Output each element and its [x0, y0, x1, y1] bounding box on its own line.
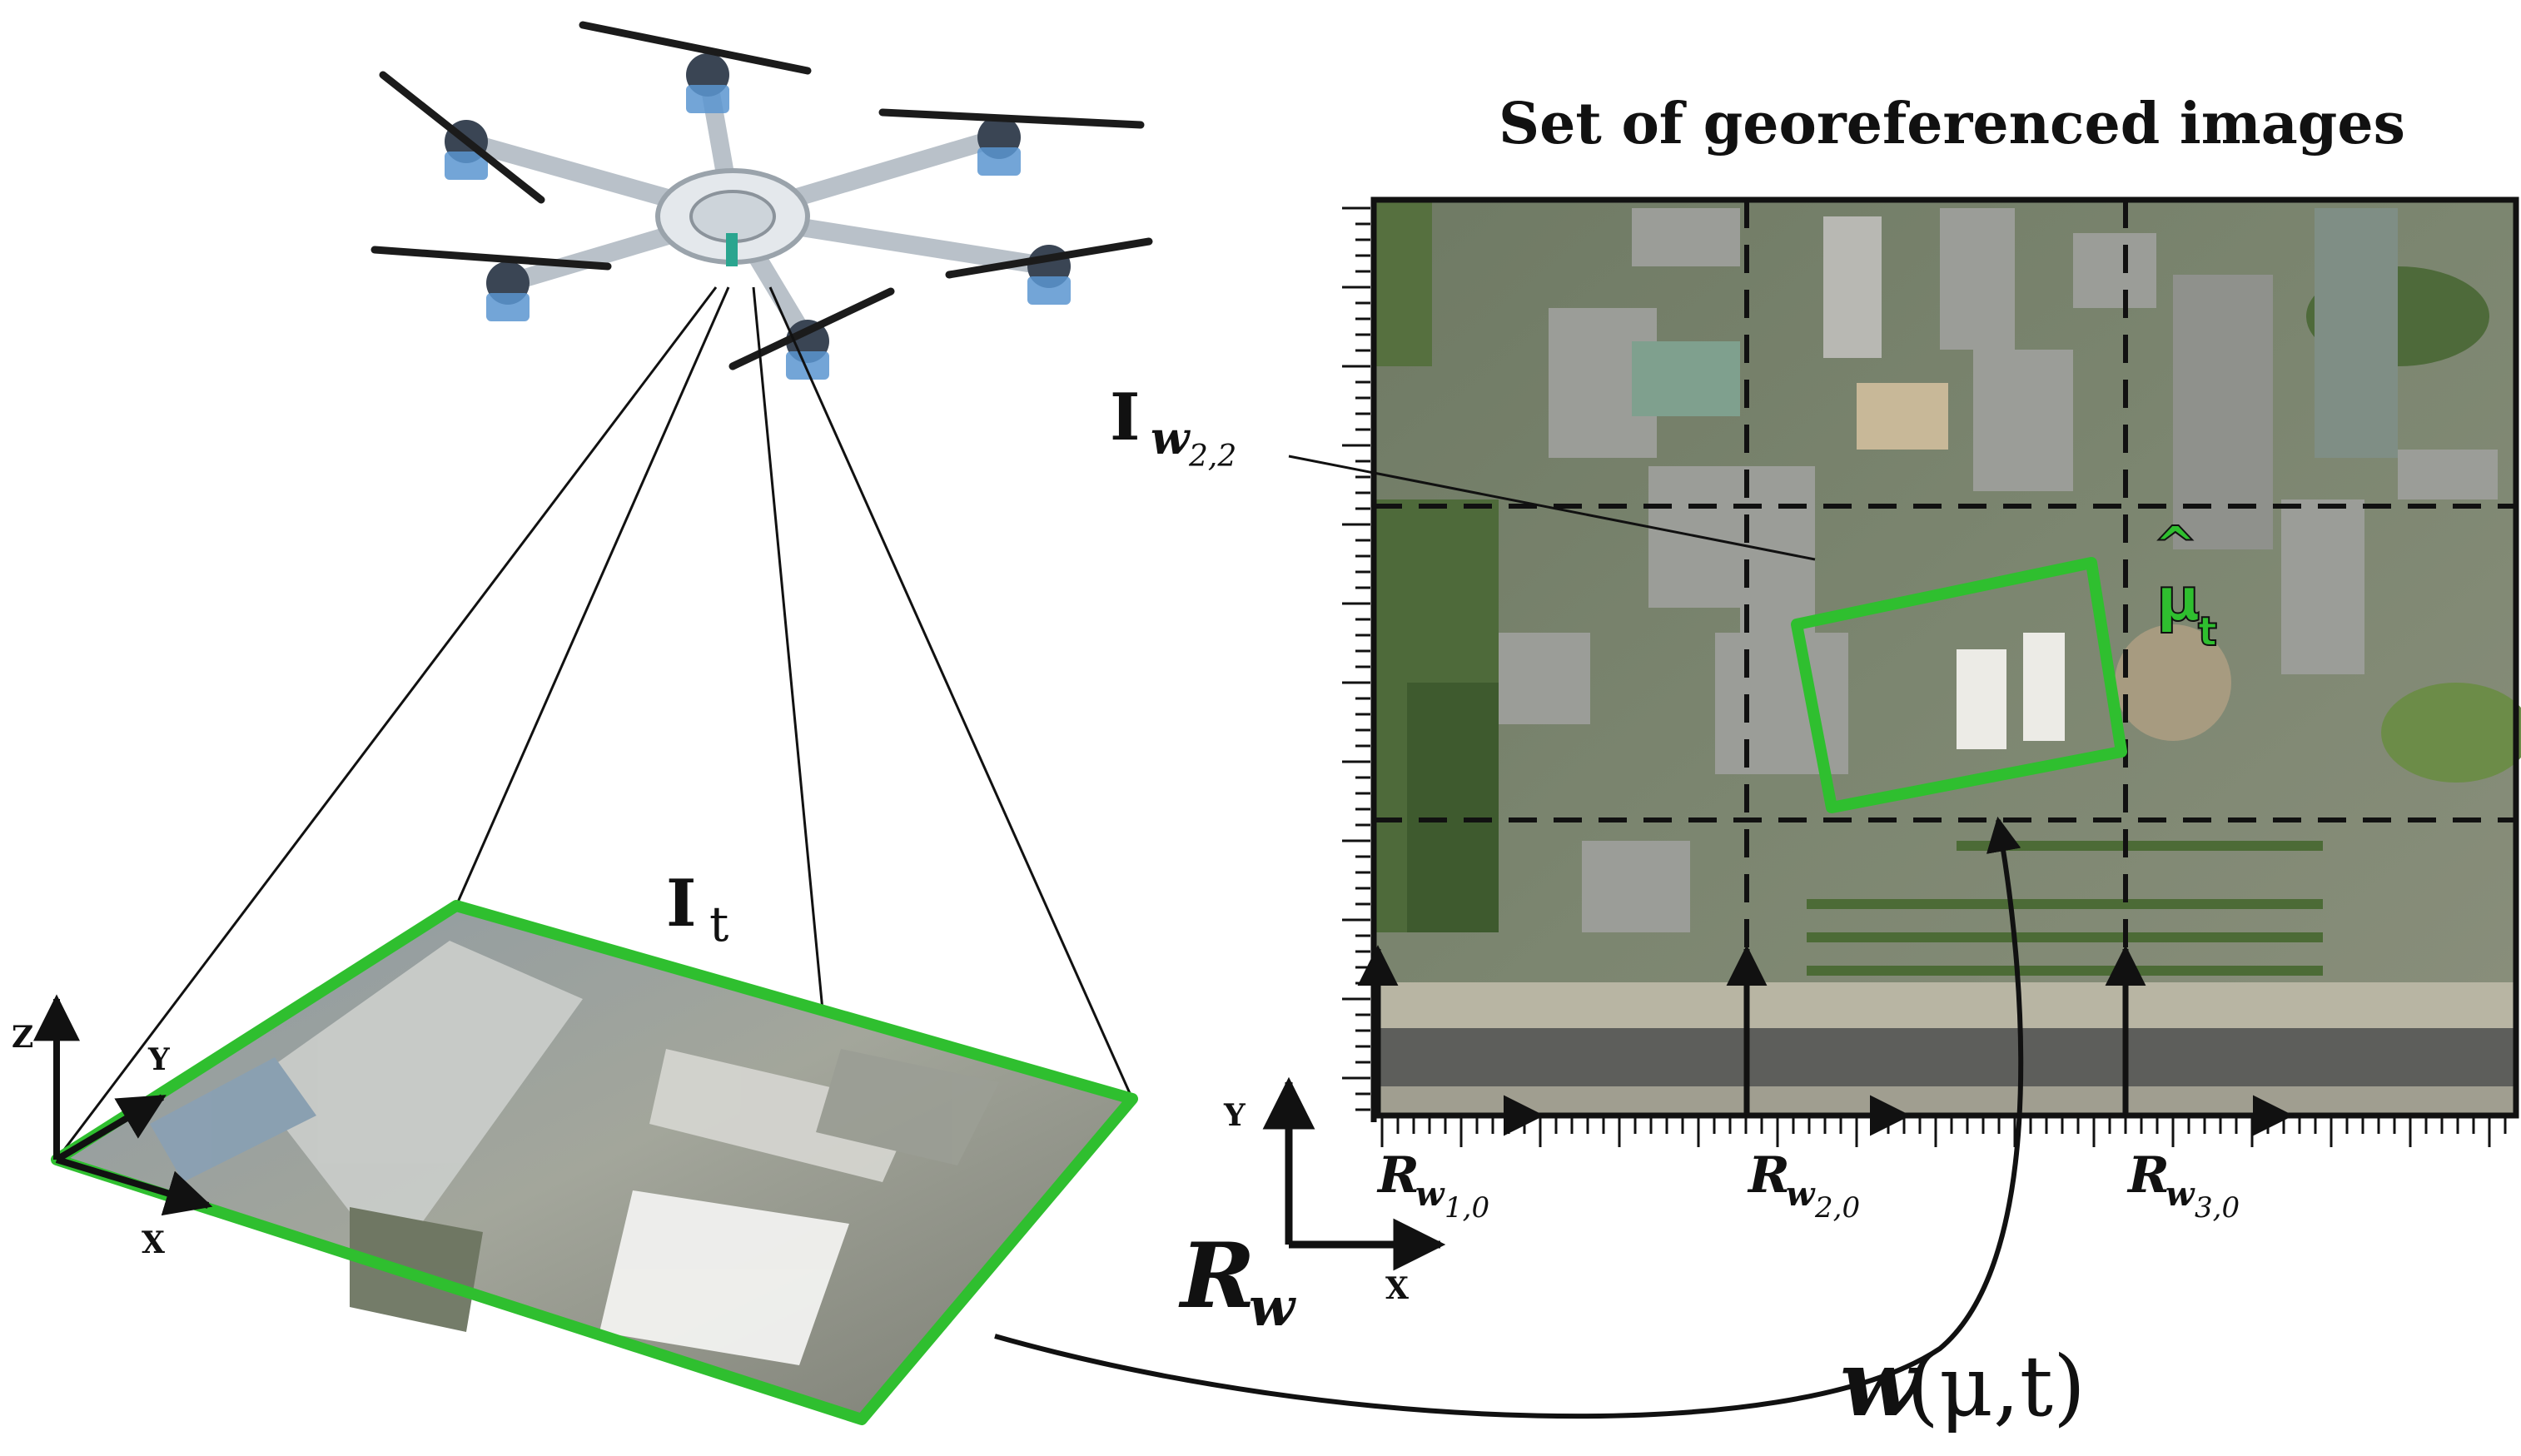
- svg-text:3,0: 3,0: [2195, 1191, 2240, 1225]
- svg-text:2,2: 2,2: [1188, 440, 1236, 474]
- svg-text:t: t: [709, 896, 728, 952]
- estimated-pose-box: [1791, 557, 2127, 813]
- iw22-label: I w 2,2: [1110, 380, 1816, 561]
- svg-text:I: I: [666, 866, 697, 942]
- svg-text:w: w: [1249, 1276, 1296, 1339]
- svg-text:R: R: [1376, 1146, 1420, 1205]
- world-axis-y-label: Y: [1223, 1098, 1246, 1133]
- svg-text:^: ^: [2153, 516, 2198, 578]
- axis-x-label: X: [142, 1225, 165, 1260]
- svg-text:t: t: [2198, 609, 2217, 655]
- svg-text:R: R: [1747, 1146, 1790, 1205]
- warp-curve: [994, 816, 2024, 1419]
- axis-z-label: Z: [12, 1020, 33, 1055]
- world-axes: [1262, 1076, 1446, 1271]
- rw-label: R w: [1178, 1224, 1296, 1339]
- svg-text:I: I: [1110, 380, 1141, 455]
- drone-illustration: [370, 21, 1153, 380]
- frame-labels: R w 1,0 R w 2,0 R w 3,0: [1376, 1146, 2240, 1225]
- map-grid: [1374, 200, 2516, 1116]
- axis-y-label: Y: [147, 1042, 171, 1077]
- svg-text:w: w: [1151, 411, 1191, 465]
- svg-text:w: w: [1786, 1175, 1816, 1214]
- svg-text:1,0: 1,0: [1444, 1191, 1489, 1225]
- svg-text:w: w: [1840, 1329, 1922, 1437]
- svg-text:w: w: [1415, 1175, 1445, 1214]
- world-axis-x-label: X: [1385, 1271, 1409, 1306]
- captured-image: [51, 900, 1138, 1425]
- svg-text:R: R: [2126, 1146, 2170, 1205]
- mu-t-hat-label: ^ μ t: [2152, 515, 2218, 656]
- image-t-label: I t: [666, 866, 728, 952]
- captured-image-buildings: [150, 941, 999, 1365]
- georeferenced-map: [1374, 200, 2521, 1116]
- warp-function-label: w (μ,t): [1840, 1329, 2086, 1437]
- captured-image-border: [51, 900, 1138, 1425]
- local-frame-arrows: [1357, 945, 2294, 1136]
- map-title: Set of georeferenced images: [1499, 91, 2405, 157]
- svg-text:(μ,t): (μ,t): [1907, 1338, 2086, 1435]
- uav-axes: [33, 994, 213, 1216]
- svg-text:2,0: 2,0: [1814, 1191, 1860, 1225]
- svg-text:μ: μ: [2156, 564, 2200, 634]
- map-scale-ticks: [1342, 206, 2507, 1147]
- svg-text:w: w: [2165, 1175, 2195, 1214]
- svg-text:R: R: [1178, 1224, 1256, 1329]
